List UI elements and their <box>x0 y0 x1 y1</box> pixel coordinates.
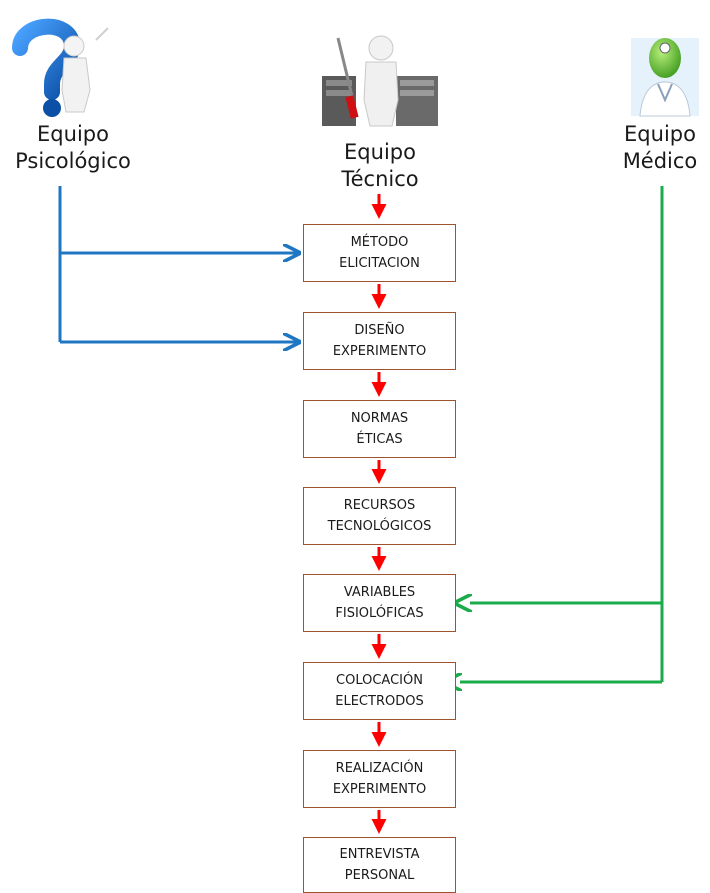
team-label-line2: Médico <box>622 149 698 173</box>
step-metodo-elicitacion: MÉTODO ELICITACION <box>303 224 456 282</box>
step-normas-eticas: NORMAS ÉTICAS <box>303 400 456 458</box>
doctor-icon <box>631 38 699 117</box>
step-line2: FISIOLÓFICAS <box>335 606 424 621</box>
step-line1: DISEÑO <box>354 323 405 338</box>
step-line2: EXPERIMENTO <box>332 782 427 797</box>
technician-servers-icon <box>322 35 438 127</box>
step-line1: COLOCACIÓN <box>336 673 423 688</box>
step-line2: ELICITACION <box>339 256 420 271</box>
team-label-line1: Equipo <box>344 140 416 164</box>
step-line1: VARIABLES <box>343 585 416 600</box>
step-recursos-tecnologicos: RECURSOS TECNOLÓGICOS <box>303 487 456 545</box>
psych-connector <box>58 186 299 342</box>
step-diseno-experimento: DISEÑO EXPERIMENTO <box>303 312 456 370</box>
step-line2: ÉTICAS <box>356 432 403 447</box>
question-person-icon <box>12 18 109 117</box>
step-entrevista-personal: ENTREVISTA PERSONAL <box>303 837 456 893</box>
medical-connector <box>460 186 664 682</box>
step-colocacion-electrodos: COLOCACIÓN ELECTRODOS <box>303 662 456 720</box>
team-label-line2: Psicológico <box>15 149 131 173</box>
step-line1: ENTREVISTA <box>339 847 420 862</box>
step-realizacion-experimento: REALIZACIÓN EXPERIMENTO <box>303 750 456 808</box>
team-label-line2: Técnico <box>341 167 419 191</box>
step-line2: EXPERIMENTO <box>332 344 427 359</box>
step-line1: NORMAS <box>350 411 409 426</box>
step-line2: TECNOLÓGICOS <box>327 519 432 534</box>
team-label-medical: Equipo Médico <box>610 121 710 175</box>
team-label-technical: Equipo Técnico <box>310 139 450 193</box>
step-line1: RECURSOS <box>343 498 416 513</box>
step-variables-fisiologicas: VARIABLES FISIOLÓFICAS <box>303 574 456 632</box>
step-line2: ELECTRODOS <box>335 694 424 709</box>
team-label-line1: Equipo <box>37 122 109 146</box>
team-label-line1: Equipo <box>624 122 696 146</box>
step-line2: PERSONAL <box>344 868 415 883</box>
team-label-psychological: Equipo Psicológico <box>0 121 146 175</box>
step-line1: REALIZACIÓN <box>335 761 424 776</box>
step-line1: MÉTODO <box>350 235 409 250</box>
